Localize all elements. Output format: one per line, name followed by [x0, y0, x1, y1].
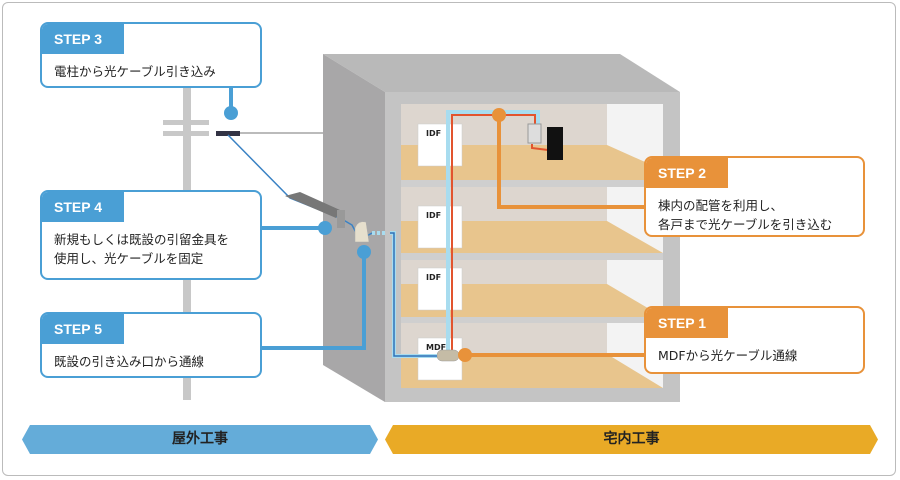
outdoor-cable [216, 131, 437, 358]
step-1-callout: STEP 1 MDFから光ケーブル通線 [644, 306, 865, 374]
distribution-frames: IDF IDF IDF MDF [417, 123, 463, 381]
step-3-text: 電柱から光ケーブル引き込み [54, 64, 216, 79]
step-1-text: MDFから光ケーブル通線 [658, 348, 798, 363]
step-2-label: STEP 2 [646, 158, 728, 188]
outdoor-work-band: 屋外工事 [22, 425, 378, 454]
step-4-label: STEP 4 [42, 192, 124, 222]
building [323, 54, 680, 402]
router-icon [547, 127, 563, 160]
splice-closure-icon [436, 349, 460, 362]
indoor-work-band: 宅内工事 [385, 425, 878, 454]
step-4-text: 新規もしくは既設の引留金具を 使用し、光ケーブルを固定 [54, 232, 230, 266]
step-5-callout: STEP 5 既設の引き込み口から通線 [40, 312, 262, 378]
step-3-callout: STEP 3 電柱から光ケーブル引き込み [40, 22, 262, 88]
idf-label: IDF [426, 273, 441, 282]
step-3-label: STEP 3 [42, 24, 124, 54]
step-5-text: 既設の引き込み口から通線 [54, 354, 205, 369]
callout-lines [224, 88, 644, 362]
step-4-callout: STEP 4 新規もしくは既設の引留金具を 使用し、光ケーブルを固定 [40, 190, 262, 280]
mdf-label: MDF [426, 343, 446, 352]
step-1-label: STEP 1 [646, 308, 728, 338]
idf-label: IDF [426, 129, 441, 138]
step-2-text: 棟内の配管を利用し、 各戸まで光ケーブルを引き込む [658, 198, 833, 232]
step-2-callout: STEP 2 棟内の配管を利用し、 各戸まで光ケーブルを引き込む [644, 156, 865, 237]
idf-label: IDF [426, 211, 441, 220]
step-5-label: STEP 5 [42, 314, 124, 344]
